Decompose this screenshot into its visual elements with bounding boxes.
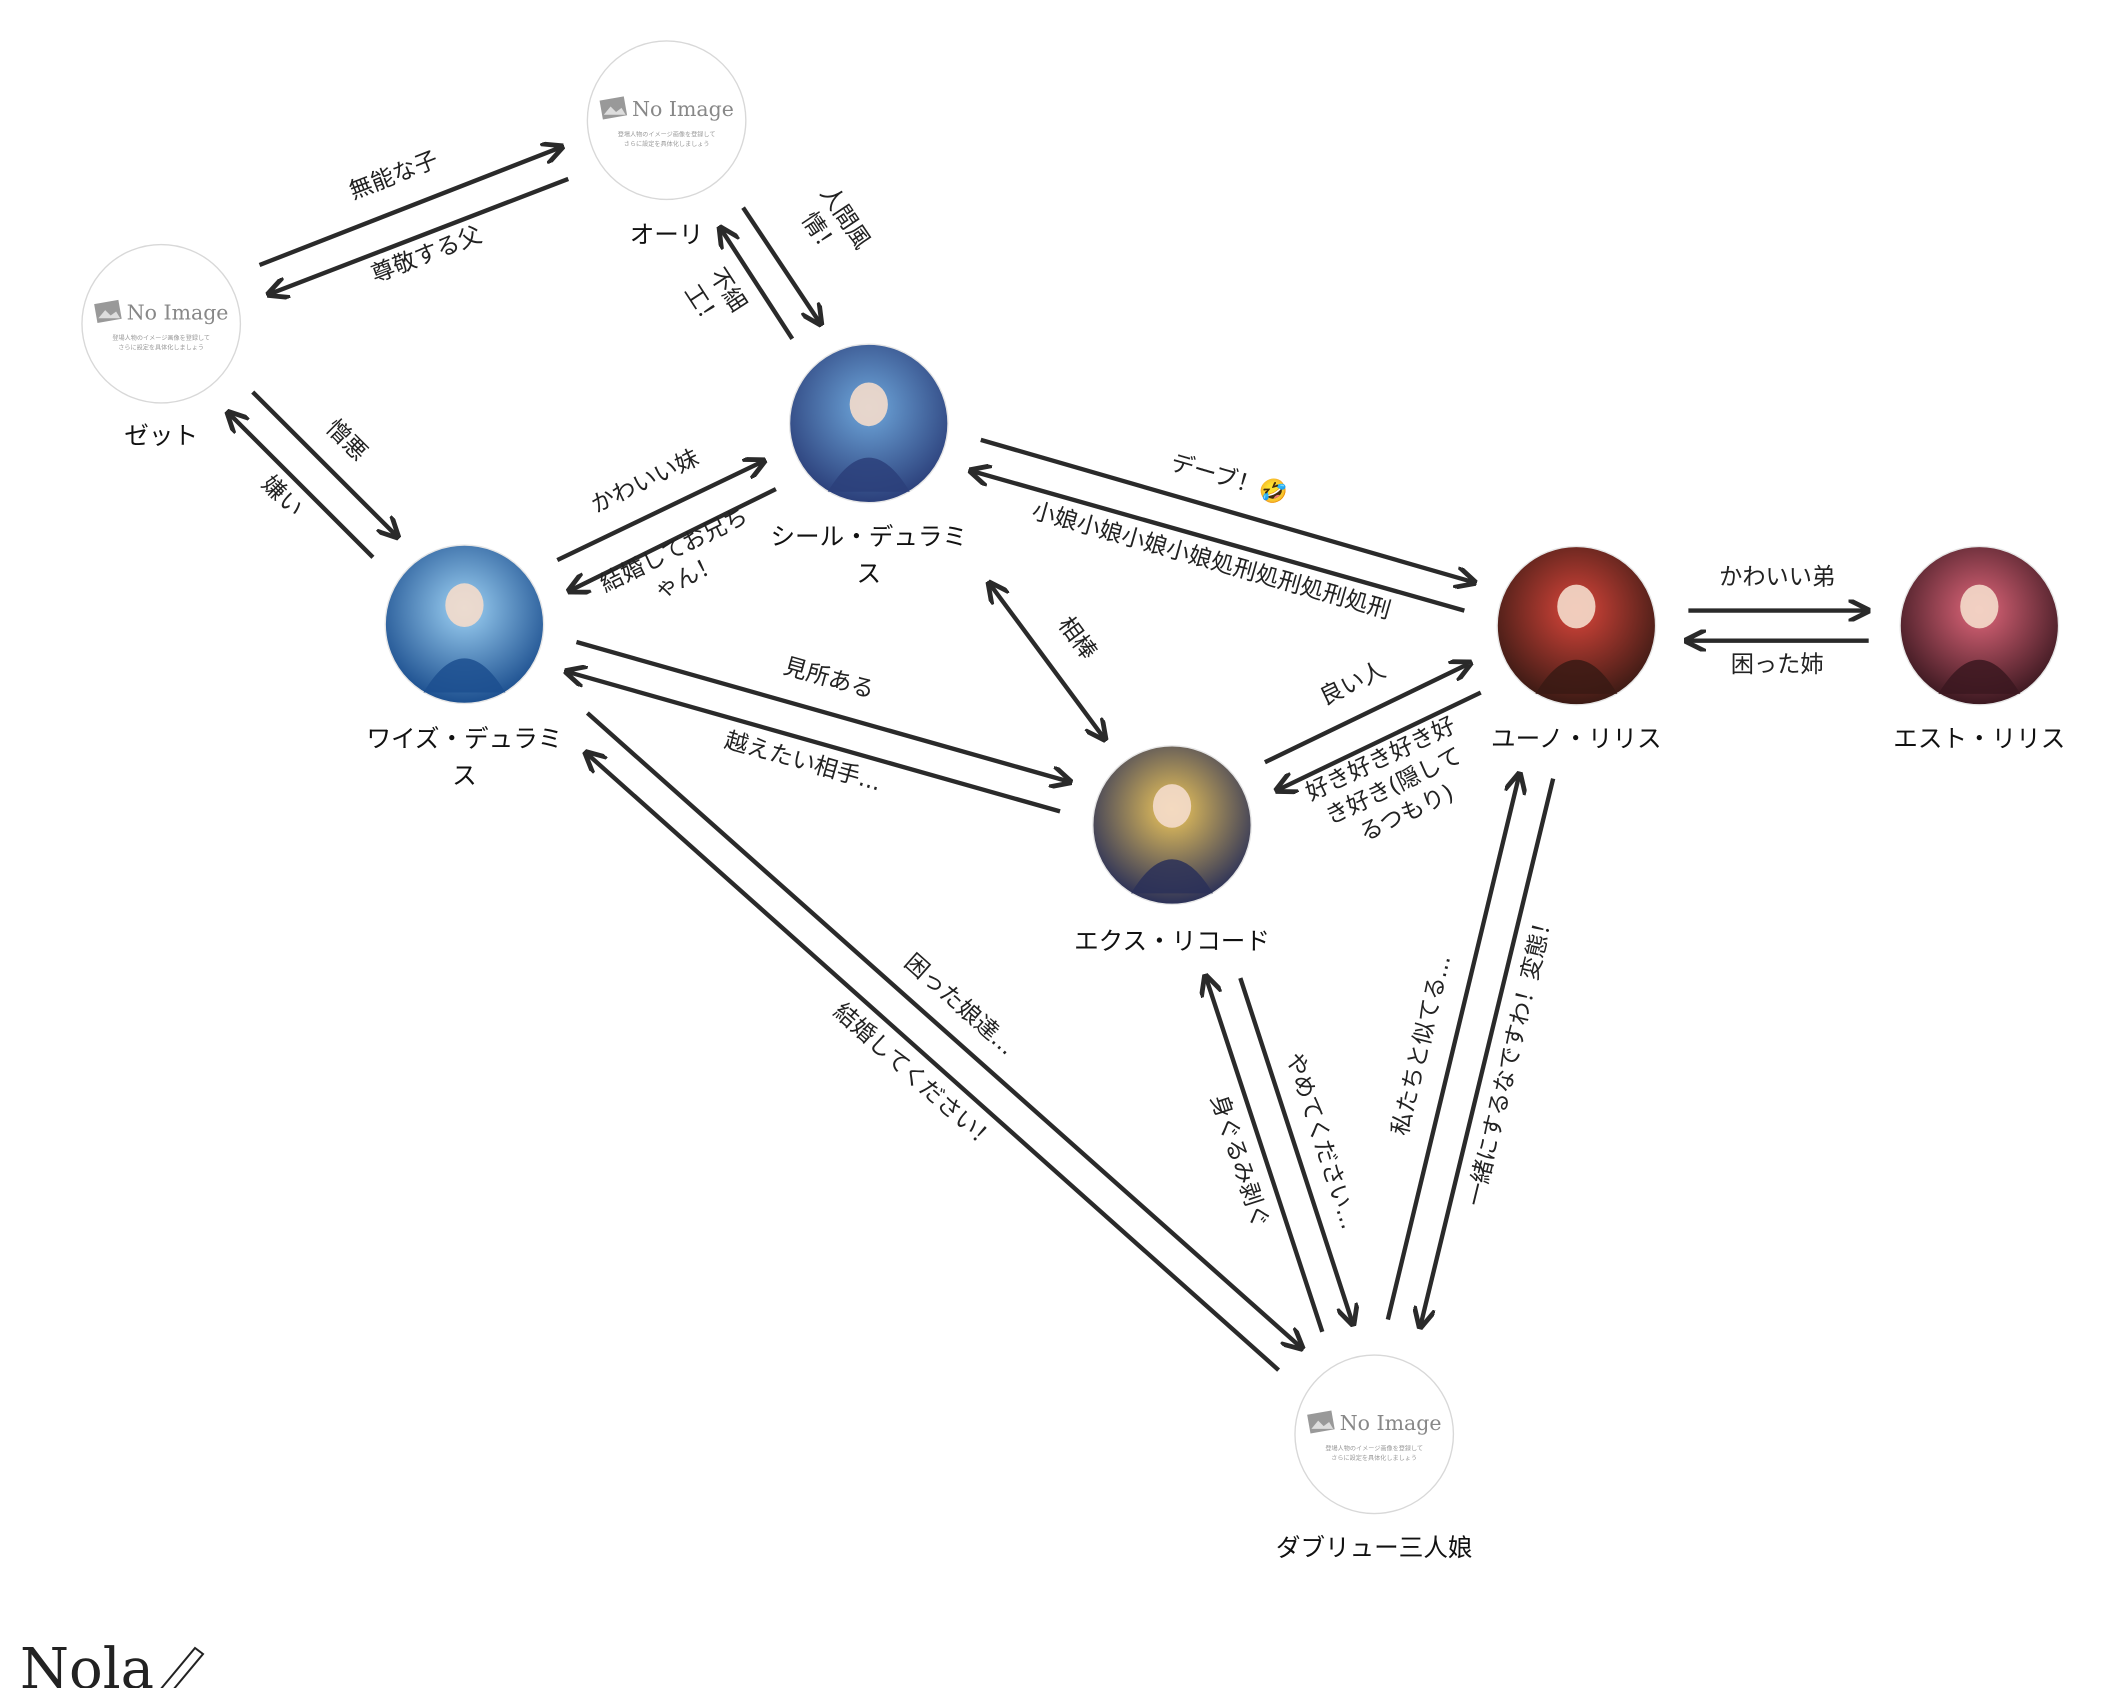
relation-arrow[interactable] — [568, 672, 1061, 814]
relation-arrow[interactable] — [258, 148, 561, 268]
relation-arrow[interactable] — [587, 754, 1281, 1372]
character-name: エクス・リコード — [1074, 926, 1270, 955]
relation-arrow[interactable] — [1238, 977, 1352, 1322]
portrait-body — [423, 658, 506, 693]
relation-yuno-to-est[interactable]: かわいい弟 — [1688, 564, 1866, 611]
no-image-hint: さらに設定を具体化しましょう — [624, 140, 710, 148]
portrait-face — [1557, 584, 1596, 629]
portrait-body — [1535, 659, 1618, 694]
relation-arrow[interactable] — [585, 711, 1300, 1347]
relation-label: 困った姉 — [1731, 651, 1824, 678]
image-icon — [599, 96, 628, 120]
portrait-face — [849, 382, 888, 427]
relation-arrow[interactable] — [270, 176, 570, 294]
portrait-body — [827, 457, 910, 492]
relation-arrow[interactable] — [973, 471, 1465, 613]
relation-yuno-to-seal[interactable]: 小娘小娘小娘小娘処刑処刑処刑処刑 — [973, 471, 1465, 624]
character-name: ダブリュー三人娘 — [1276, 1533, 1473, 1562]
relation-label: 憎悪 — [321, 414, 373, 466]
portrait-face — [1960, 584, 1999, 629]
relation-arrow[interactable] — [1263, 664, 1469, 765]
relation-ex-to-wise[interactable]: 越えたい相手... — [568, 672, 1061, 814]
relation-label: 見所ある — [781, 653, 878, 704]
relation-label: 小娘小娘小娘小娘処刑処刑処刑処刑 — [1029, 497, 1394, 624]
character-yuno[interactable]: ユーノ・リリス — [1491, 545, 1662, 753]
relation-label: 無能な子 — [346, 146, 442, 205]
portrait-face — [445, 583, 484, 627]
relation-arrow[interactable] — [980, 437, 1473, 582]
no-image-placeholder[interactable] — [81, 243, 242, 404]
relation-arrow[interactable] — [229, 414, 375, 559]
relation-label: 良い人 — [1315, 656, 1389, 711]
character-name: ス — [856, 559, 881, 588]
image-icon — [1307, 1410, 1335, 1434]
relation-zet-to-wise[interactable]: 憎悪 — [251, 390, 396, 535]
relation-seal-to-ex[interactable]: 相棒 — [990, 585, 1103, 738]
relation-label: 身ぐるみ剥ぐ — [1205, 1091, 1274, 1231]
relation-est-to-yuno[interactable]: 困った姉 — [1688, 641, 1869, 678]
no-image-hint: 登場人物のイメージ画像を登録して — [112, 334, 210, 342]
no-image-title: No Image — [127, 301, 229, 325]
relation-label: かわいい弟 — [1719, 564, 1835, 591]
relation-arrow[interactable] — [1385, 776, 1519, 1321]
portrait-body — [1131, 859, 1214, 894]
character-name: エスト・リリス — [1893, 724, 2065, 753]
relation-label: 嫌い — [256, 470, 308, 522]
character-name: シール・デュラミ — [770, 522, 967, 551]
no-image-title: No Image — [632, 97, 734, 121]
relation-arrow[interactable] — [721, 229, 795, 340]
character-ori[interactable]: No Image 登場人物のイメージ画像を登録してさらに設定を具体化しましょうオー… — [586, 40, 747, 249]
character-w3[interactable]: No Image 登場人物のイメージ画像を登録してさらに設定を具体化しましょうダブ… — [1276, 1354, 1473, 1562]
nola-logo: Nola — [20, 1637, 205, 1688]
character-name: ゼット — [124, 421, 198, 450]
portrait-body — [1938, 659, 2021, 694]
relation-arrow[interactable] — [571, 487, 777, 590]
relation-label: 私たちと似てる... — [1386, 952, 1456, 1138]
character-name: オーリ — [630, 220, 704, 249]
relation-arrow[interactable] — [1421, 778, 1556, 1325]
relation-label: かわいい妹 — [587, 444, 703, 519]
no-image-hint: さらに設定を具体化しましょう — [118, 344, 204, 352]
character-est[interactable]: エスト・リリス — [1893, 545, 2065, 753]
no-image-hint: さらに設定を具体化しましょう — [1331, 1454, 1417, 1462]
relation-ori-to-zet[interactable]: 尊敬する父 — [270, 176, 570, 294]
no-image-placeholder[interactable] — [586, 40, 747, 201]
no-image-hint: 登場人物のイメージ画像を登録して — [618, 131, 716, 139]
relation-arrow[interactable] — [251, 390, 396, 535]
character-ex[interactable]: エクス・リコード — [1074, 745, 1270, 956]
relation-label: 相棒 — [1053, 612, 1102, 665]
portrait-face — [1152, 784, 1192, 828]
character-name: ユーノ・リリス — [1491, 724, 1662, 753]
relation-arrow[interactable] — [575, 639, 1068, 781]
relation-arrow[interactable] — [1279, 690, 1482, 790]
relation-arrow[interactable] — [990, 585, 1103, 738]
character-name: ス — [452, 761, 477, 790]
relation-arrow[interactable] — [1206, 978, 1325, 1333]
logo-text: Nola — [20, 1637, 154, 1688]
relation-arrow[interactable] — [741, 206, 819, 323]
character-zet[interactable]: No Image 登場人物のイメージ画像を登録してさらに設定を具体化しましょうゼッ… — [81, 243, 242, 450]
no-image-title: No Image — [1340, 1411, 1442, 1435]
no-image-hint: 登場人物のイメージ画像を登録して — [1325, 1445, 1423, 1453]
image-icon — [94, 299, 122, 323]
no-image-placeholder[interactable] — [1294, 1354, 1455, 1515]
pen-icon — [160, 1646, 205, 1688]
relation-yuno-to-w3[interactable]: 一緒にするなですわ！変態！ — [1421, 778, 1559, 1325]
character-name: ワイズ・デュラミ — [366, 724, 562, 753]
relation-arrow[interactable] — [556, 462, 762, 563]
